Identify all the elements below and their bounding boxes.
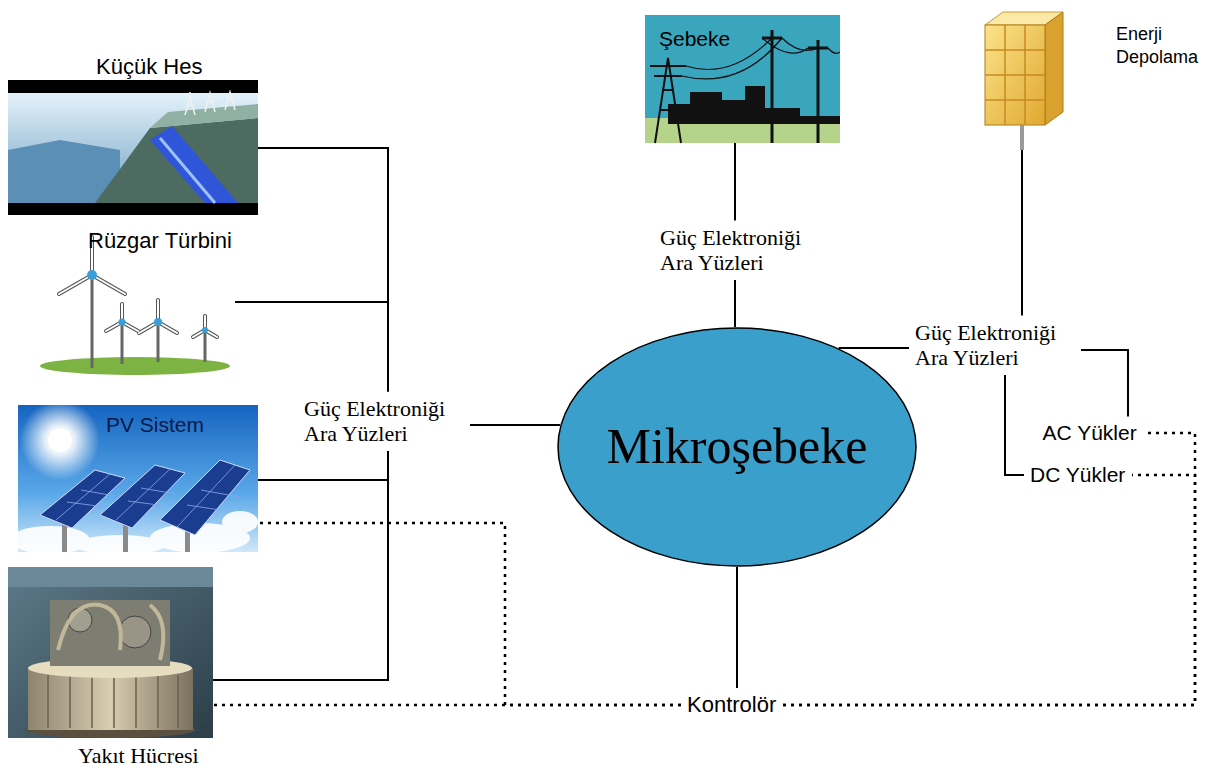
fuel-cell-source: Yakıt Hücresi (8, 567, 213, 770)
interface-label: Güç Elektroniği Ara Yüzleri (304, 396, 464, 447)
wind-source: Rüzgar Türbini (40, 228, 280, 376)
fuel-cell-illustration (8, 567, 213, 738)
control-link (258, 523, 681, 705)
load-label: DC Yükler (1030, 463, 1126, 487)
control-link (213, 704, 681, 707)
power-line (736, 567, 738, 688)
power-line (213, 451, 388, 681)
power-line (734, 280, 736, 328)
interface-label: Güç Elektroniği Ara Yüzleri (660, 225, 820, 276)
power-line (1021, 150, 1023, 316)
power-line (235, 302, 388, 392)
source-label: Enerji Depolama (1116, 23, 1204, 70)
storage-illustration (985, 12, 1063, 150)
hydro-illustration (8, 80, 258, 215)
source-label: Küçük Hes (96, 54, 258, 79)
power-line (258, 148, 388, 392)
grid-illustration (645, 15, 840, 143)
controller-label: Kontrolör (687, 692, 777, 717)
hub-label: Mikroşebeke (606, 418, 867, 476)
source-label: PV Sistem (106, 413, 258, 437)
interface-block: Güç Elektroniği Ara Yüzleri (298, 392, 470, 451)
source-label: Yakıt Hücresi (78, 743, 213, 768)
interface-block: Güç Elektroniği Ara Yüzleri (654, 221, 826, 280)
grid-source: Şebeke (645, 15, 840, 143)
power-line (1005, 375, 1024, 476)
power-line (1081, 350, 1128, 417)
pv-illustration (10, 400, 258, 555)
power-line (258, 451, 388, 481)
interface-label: Güç Elektroniği Ara Yüzleri (915, 320, 1075, 371)
power-line (734, 143, 736, 221)
wind-illustration (40, 237, 230, 375)
microgrid-hub: Mikroşebeke (557, 327, 917, 567)
load-block: AC Yükler (1037, 417, 1144, 450)
controller-block: Kontrolör (681, 688, 783, 722)
power-line (470, 424, 560, 426)
interface-block: Güç Elektroniği Ara Yüzleri (909, 316, 1081, 375)
hydro-source: Küçük Hes (8, 52, 258, 215)
pv-source: PV Sistem (18, 405, 258, 552)
storage-unit: Enerji Depolama (958, 5, 1203, 150)
load-label: AC Yükler (1043, 421, 1138, 445)
power-line (839, 347, 909, 349)
load-block: DC Yükler (1024, 459, 1132, 492)
source-label: Şebeke (659, 27, 840, 51)
source-label: Rüzgar Türbini (88, 228, 280, 253)
